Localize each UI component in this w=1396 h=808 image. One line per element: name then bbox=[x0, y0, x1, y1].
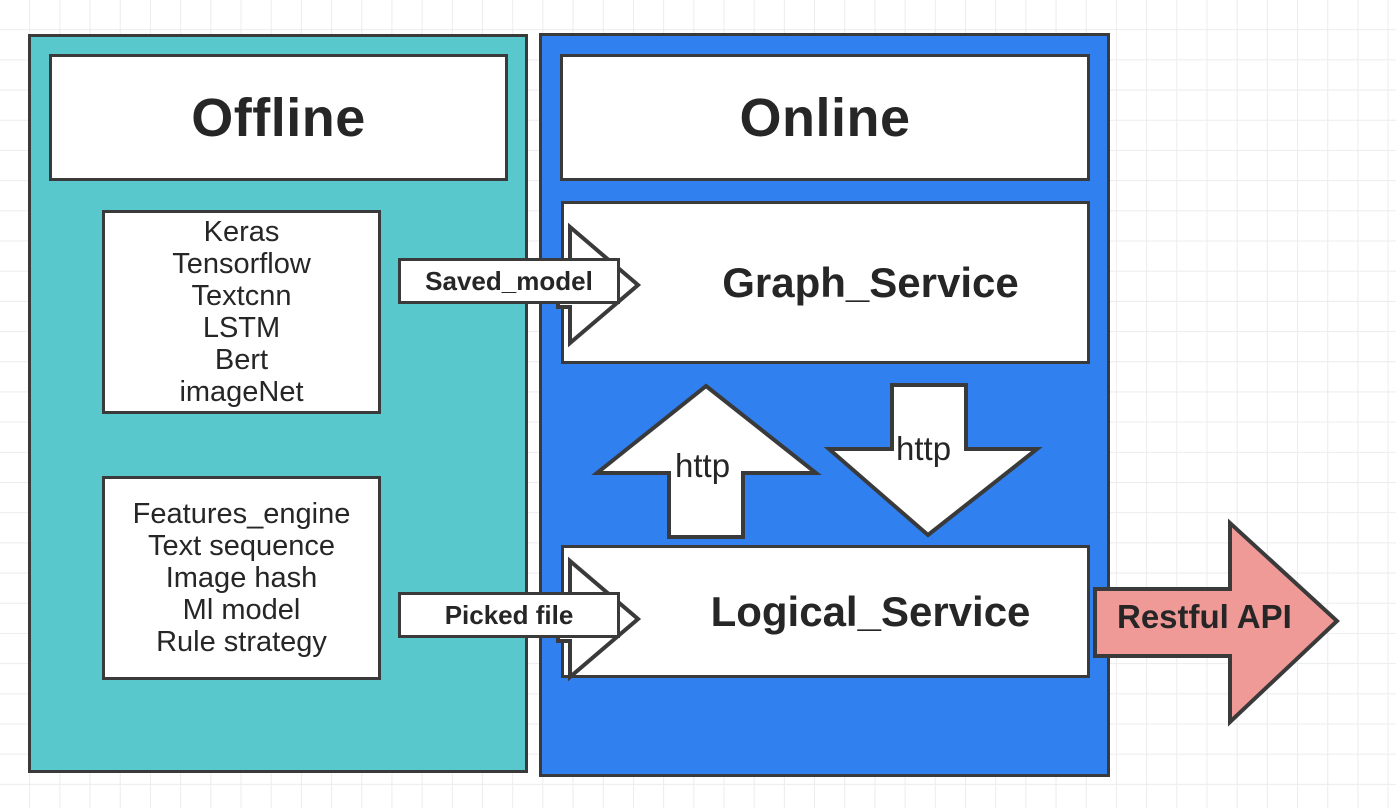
online-title-text: Online bbox=[739, 87, 911, 148]
restful-api-label-text: Restful API bbox=[1117, 598, 1292, 635]
logical-service-label: Logical_Service bbox=[710, 587, 1031, 635]
models-line-textcnn: Textcnn bbox=[191, 280, 292, 312]
http-down-label: http bbox=[896, 430, 951, 468]
offline-title-text: Offline bbox=[191, 87, 366, 148]
http-up-label-text: http bbox=[675, 447, 731, 484]
picked-file-label-text: Picked file bbox=[444, 599, 574, 630]
graph-service-label: Graph_Service bbox=[722, 258, 1019, 306]
models-line-keras: Keras bbox=[203, 216, 280, 248]
saved-model-label-text: Saved_model bbox=[425, 265, 593, 296]
offline-title-box: Offline bbox=[49, 54, 508, 181]
online-title-box: Online bbox=[560, 54, 1090, 181]
logical-service-box: Logical_Service bbox=[561, 545, 1090, 678]
picked-file-label[interactable]: Picked file bbox=[398, 592, 620, 638]
features-line-image-hash: Image hash bbox=[165, 562, 318, 594]
models-line-tensorflow: Tensorflow bbox=[172, 248, 311, 280]
models-line-lstm: LSTM bbox=[202, 312, 281, 344]
http-down-arrow[interactable] bbox=[823, 383, 1043, 538]
models-box: Keras Tensorflow Textcnn LSTM Bert image… bbox=[102, 210, 381, 414]
features-line-rule-strategy: Rule strategy bbox=[156, 626, 327, 658]
graph-service-box: Graph_Service bbox=[561, 201, 1090, 364]
restful-api-label: Restful API bbox=[1117, 598, 1292, 636]
features-line-ml-model: Ml model bbox=[182, 594, 301, 626]
saved-model-label[interactable]: Saved_model bbox=[398, 258, 620, 304]
restful-api-arrow[interactable] bbox=[1093, 518, 1340, 727]
models-line-bert: Bert bbox=[214, 344, 269, 376]
features-line-features-engine: Features_engine bbox=[132, 498, 351, 530]
features-box: Features_engine Text sequence Image hash… bbox=[102, 476, 381, 680]
http-up-label: http bbox=[675, 447, 730, 485]
models-line-imagenet: imageNet bbox=[179, 376, 304, 408]
http-down-label-text: http bbox=[896, 430, 952, 467]
features-line-text-sequence: Text sequence bbox=[147, 530, 335, 562]
http-up-arrow[interactable] bbox=[591, 383, 822, 539]
